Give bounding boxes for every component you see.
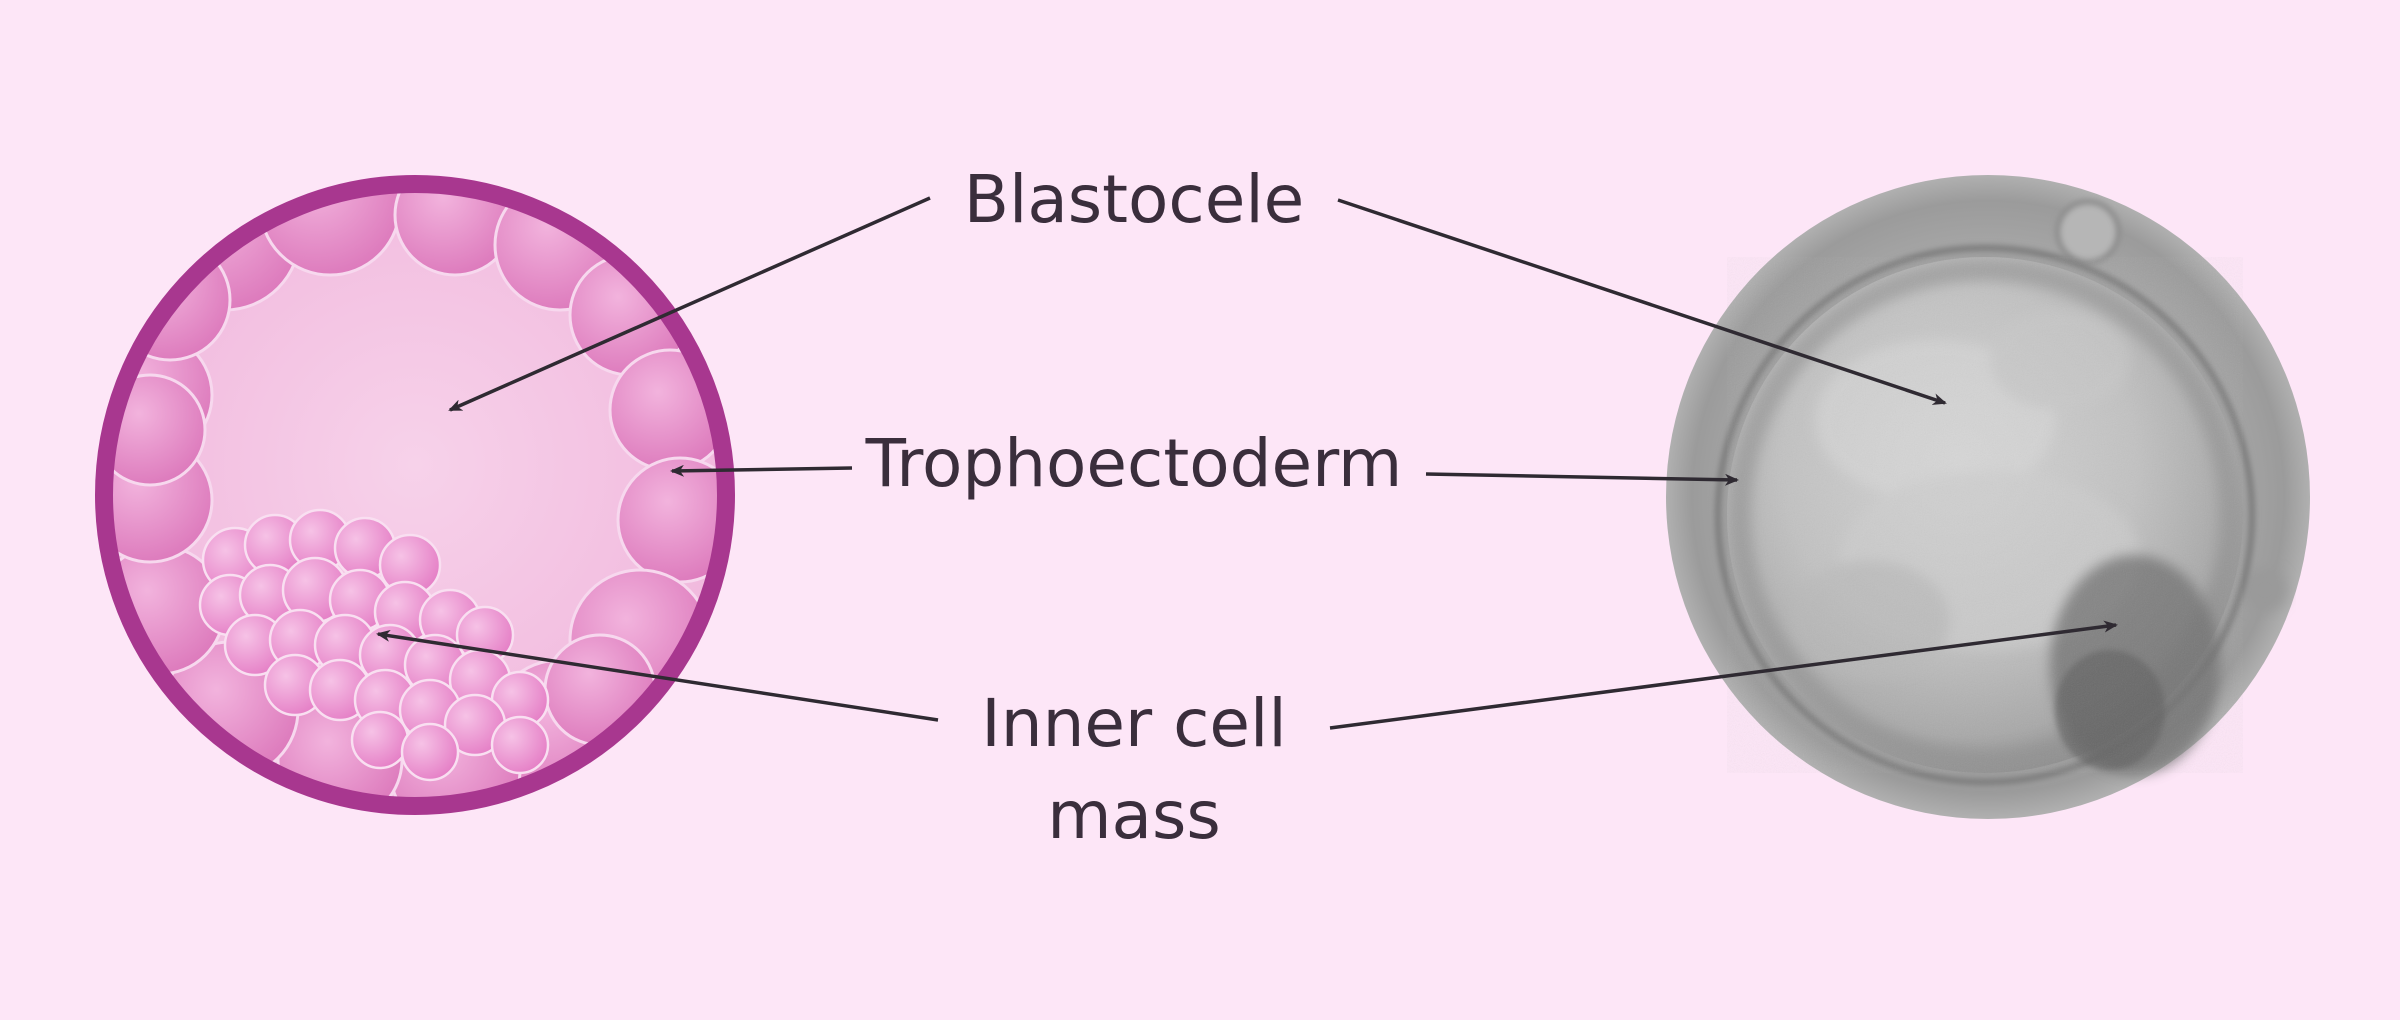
illustration-outer-rim — [95, 175, 735, 815]
inner-cell-mass-cluster — [198, 508, 550, 782]
arrow-trophoectoderm-right — [1425, 472, 1739, 486]
arrow-inner-cell-mass-right — [1329, 620, 2118, 730]
arrow-blastocele-left — [448, 196, 931, 412]
arrow-blastocele-right — [1337, 198, 1947, 405]
label-inner-cell-mass-line2: mass — [1047, 777, 1221, 854]
arrow-inner-cell-mass-left — [376, 629, 939, 722]
label-blastocele: Blastocele — [964, 161, 1305, 238]
arrow-trophoectoderm-left — [670, 464, 853, 477]
blastocyst-illustration — [95, 175, 735, 815]
label-trophoectoderm: Trophoectoderm — [865, 425, 1403, 502]
pointer-arrows — [376, 196, 2118, 730]
micrograph-dot — [2243, 568, 2287, 612]
blastocyst-micrograph — [1666, 175, 2310, 819]
micrograph-bubble — [2055, 199, 2121, 265]
label-inner-cell-mass-line1: Inner cell — [981, 685, 1286, 762]
